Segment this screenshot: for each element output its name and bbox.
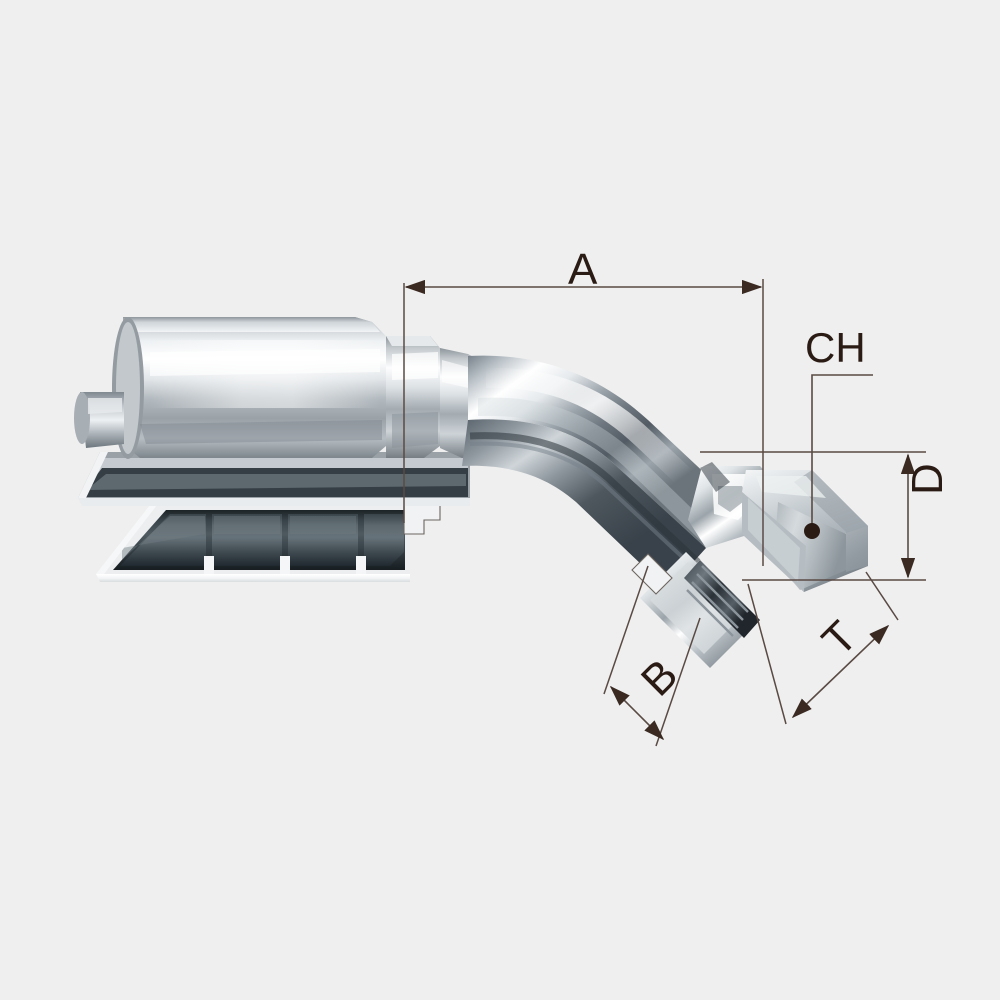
ferrule-spigot: [74, 392, 124, 448]
ferrule-body: [112, 317, 386, 459]
elbow-bend-tube: [462, 355, 742, 590]
hose-sleeve: [78, 452, 470, 506]
cutaway-section: [96, 504, 441, 582]
fitting-artwork: [74, 279, 926, 747]
ext-line-t-end: [865, 571, 899, 621]
dim-line-t: [791, 624, 890, 719]
crimp-collar: [386, 336, 440, 458]
ext-line-b-start: [603, 565, 649, 695]
leader-line-ch: [811, 374, 873, 528]
ext-line-t-start: [747, 583, 787, 725]
barb-pockets: [120, 514, 404, 566]
leader-dot-ch: [804, 523, 820, 539]
dimension-lines: [403, 279, 926, 747]
barb-notches: [204, 556, 366, 574]
thread-ridges: [684, 560, 760, 638]
threaded-nipple: [631, 552, 760, 668]
dimension-label-ch: CH: [805, 324, 866, 371]
dim-line-b: [609, 685, 665, 741]
dimension-label-d: D: [903, 463, 952, 495]
dimension-label-a: A: [568, 245, 598, 294]
